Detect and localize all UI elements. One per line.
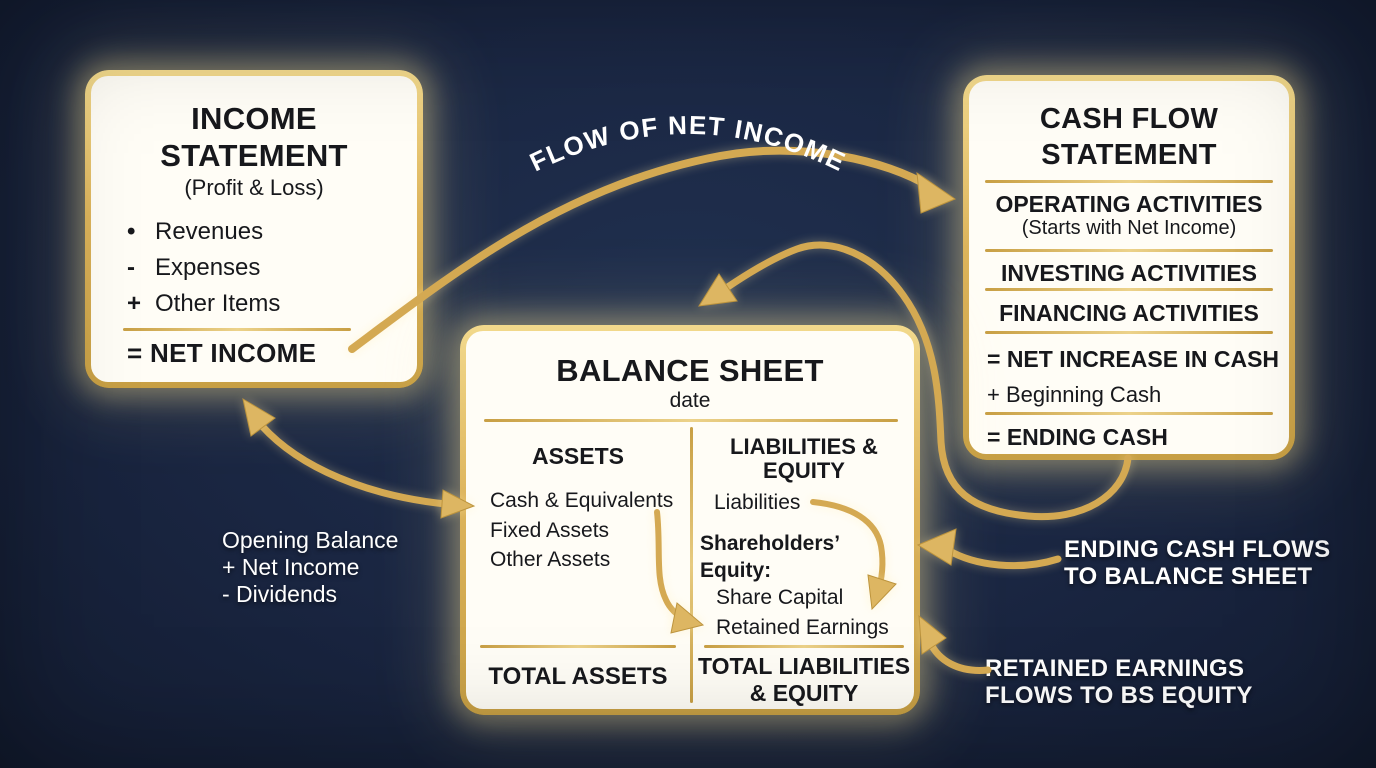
- total-liabilities-equity: TOTAL LIABILITIES & EQUITY: [697, 653, 911, 706]
- balance-sheet-date: date: [669, 389, 711, 412]
- divider: [985, 249, 1273, 252]
- asset-item-cash: Cash & Equivalents: [490, 489, 674, 512]
- divider: [985, 180, 1273, 183]
- beginning-cash: + Beginning Cash: [987, 382, 1162, 407]
- header-divider: [484, 419, 898, 422]
- bullet-glyph: •: [127, 218, 136, 245]
- ending-cash-note: ENDING CASH FLOWS TO BALANCE SHEET: [1064, 536, 1331, 590]
- arrowhead-into-income-statement: [242, 397, 276, 437]
- assets-header: ASSETS: [531, 443, 625, 469]
- shareholders-equity-label-2: Equity:: [700, 559, 772, 582]
- arrow-balance-sheet-to-income-statement: [242, 397, 476, 519]
- investing-activities: INVESTING ACTIVITIES: [1000, 260, 1257, 286]
- balance-sheet-title: BALANCE SHEET: [556, 353, 824, 388]
- divider: [985, 288, 1273, 291]
- minus-glyph: -: [127, 254, 135, 281]
- liabilities-equity-header: LIABILITIES & EQUITY: [730, 434, 878, 483]
- operating-activities: OPERATING ACTIVITIES: [995, 191, 1263, 217]
- column-divider: [690, 427, 693, 703]
- assets-total-divider: [480, 645, 676, 648]
- ending-cash: = ENDING CASH: [987, 424, 1168, 450]
- opening-balance-note: Opening Balance + Net Income - Dividends: [222, 527, 399, 607]
- retained-earnings-item: Retained Earnings: [716, 616, 889, 639]
- cash-flow-title: CASH FLOW STATEMENT: [1039, 103, 1219, 171]
- retained-earnings-note: RETAINED EARNINGS FLOWS TO BS EQUITY: [985, 655, 1253, 709]
- financing-activities: FINANCING ACTIVITIES: [999, 300, 1259, 326]
- income-statement-body: INCOME STATEMENT (Profit & Loss) • Reven…: [91, 76, 417, 382]
- arrow-ending-cash-to-balance-sheet: [916, 528, 1062, 570]
- arrow-retained-earnings-to-equity: [918, 614, 992, 674]
- asset-item-fixed: Fixed Assets: [490, 519, 610, 542]
- balance-sheet-card: BALANCE SHEET date ASSETS Cash & Equival…: [460, 325, 920, 715]
- share-capital-item: Share Capital: [716, 586, 844, 609]
- plus-glyph: +: [127, 290, 142, 317]
- arrowhead-into-cash-flow: [916, 171, 957, 214]
- total-assets: TOTAL ASSETS: [488, 663, 668, 690]
- flow-of-net-income-label: FLOW OF NET INCOME: [525, 110, 851, 177]
- income-statement-title: INCOME STATEMENT: [160, 101, 348, 173]
- liabilities-item: Liabilities: [714, 491, 801, 514]
- income-statement-card: INCOME STATEMENT (Profit & Loss) • Reven…: [85, 70, 423, 388]
- net-increase-in-cash: = NET INCREASE IN CASH: [987, 346, 1280, 372]
- net-income-divider: [123, 328, 351, 331]
- income-statement-item-revenues: • Revenues: [127, 218, 264, 245]
- asset-item-other: Other Assets: [490, 548, 611, 571]
- income-statement-item-expenses: - Expenses: [127, 254, 261, 281]
- net-income-total: = NET INCOME: [127, 338, 317, 368]
- income-statement-subtitle: (Profit & Loss): [184, 175, 324, 200]
- balance-sheet-body: BALANCE SHEET date ASSETS Cash & Equival…: [466, 331, 914, 709]
- operating-activities-sub: (Starts with Net Income): [1021, 217, 1237, 239]
- income-statement-item-other: + Other Items: [127, 290, 281, 317]
- cash-flow-statement-card: CASH FLOW STATEMENT OPERATING ACTIVITIES…: [963, 75, 1295, 460]
- divider: [985, 331, 1273, 334]
- arrowhead-retained-earnings: [918, 614, 947, 655]
- shareholders-equity-label-1: Shareholders’: [700, 532, 841, 555]
- liabilities-total-divider: [704, 645, 904, 648]
- divider: [985, 412, 1273, 415]
- arrowhead-ending-cash: [916, 528, 957, 566]
- arrow-flow-of-net-income: FLOW OF NET INCOME: [348, 110, 957, 353]
- cash-flow-statement-body: CASH FLOW STATEMENT OPERATING ACTIVITIES…: [969, 81, 1289, 454]
- arrowhead-into-balance-sheet-top: [698, 273, 738, 307]
